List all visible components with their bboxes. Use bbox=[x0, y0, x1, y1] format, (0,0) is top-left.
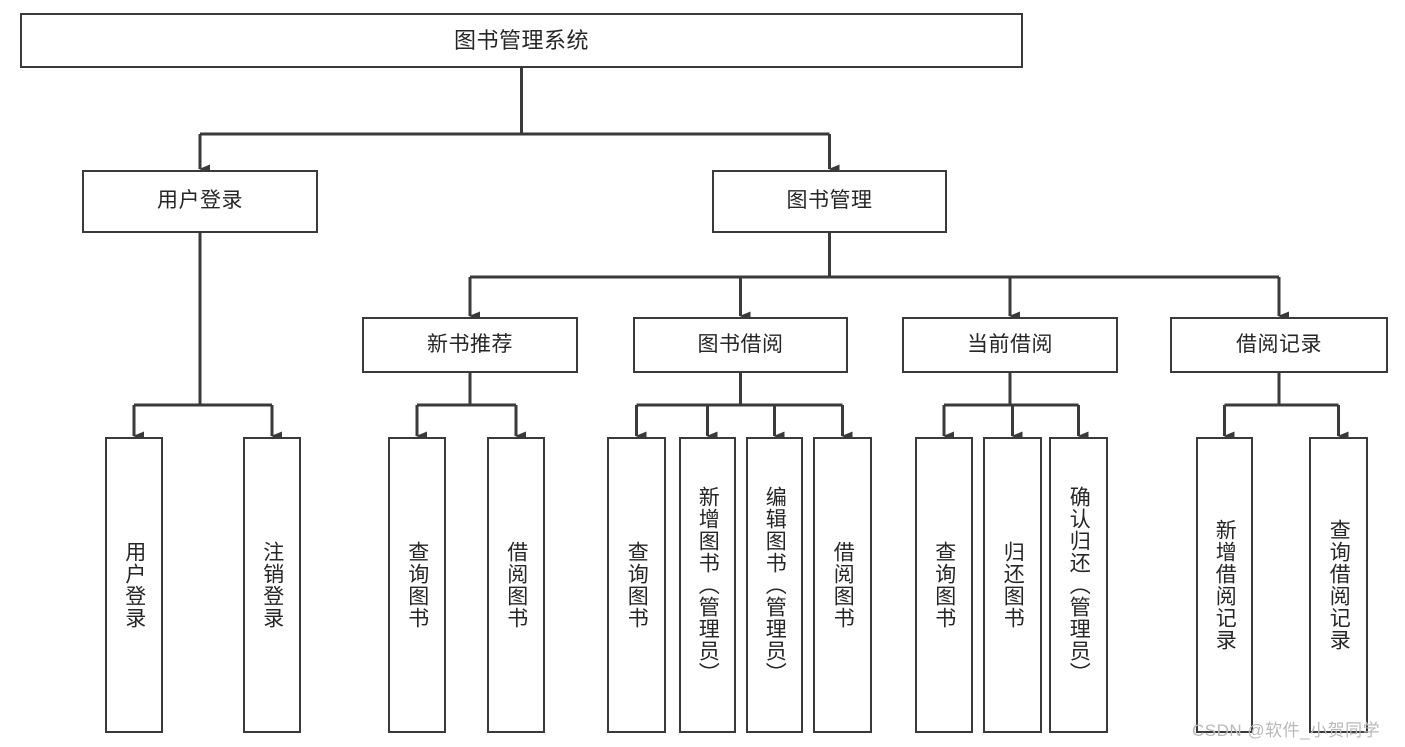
node-leaf-edit-book-admin[interactable]: 编辑图书（管理员） bbox=[746, 437, 803, 733]
node-leaf-query-books-borrowing[interactable]: 查询图书 bbox=[607, 437, 666, 733]
node-label: 新书推荐 bbox=[427, 332, 513, 356]
node-current-borrowing[interactable]: 当前借阅 bbox=[902, 317, 1118, 373]
node-leaf-query-books-newbook[interactable]: 查询图书 bbox=[388, 437, 446, 733]
node-label: 确认归还（管理员） bbox=[1067, 486, 1091, 684]
node-label: 新增图书（管理员） bbox=[696, 486, 720, 684]
node-book-management[interactable]: 图书管理 bbox=[712, 170, 947, 233]
node-label: 新增借阅记录 bbox=[1213, 519, 1237, 651]
node-label: 借阅图书 bbox=[504, 541, 528, 629]
node-label: 查询图书 bbox=[405, 541, 429, 629]
node-label: 查询图书 bbox=[625, 541, 649, 629]
node-label: 借阅图书 bbox=[831, 541, 855, 629]
node-label: 用户登录 bbox=[122, 541, 146, 629]
node-root-book-management-system[interactable]: 图书管理系统 bbox=[20, 13, 1023, 68]
node-leaf-query-books-current[interactable]: 查询图书 bbox=[915, 437, 973, 733]
csdn-watermark: CSDN @软件_小贺同学 bbox=[1192, 721, 1381, 740]
node-leaf-logout[interactable]: 注销登录 bbox=[243, 437, 301, 733]
node-label: 当前借阅 bbox=[967, 332, 1053, 356]
node-leaf-confirm-return-admin[interactable]: 确认归还（管理员） bbox=[1049, 437, 1108, 733]
node-leaf-add-book-admin[interactable]: 新增图书（管理员） bbox=[679, 437, 736, 733]
node-leaf-query-borrow-record[interactable]: 查询借阅记录 bbox=[1309, 437, 1368, 733]
node-label: 图书管理系统 bbox=[453, 27, 589, 53]
node-user-login[interactable]: 用户登录 bbox=[82, 170, 318, 233]
node-label: 图书借阅 bbox=[697, 332, 784, 356]
node-leaf-return-books[interactable]: 归还图书 bbox=[983, 437, 1042, 733]
node-label: 注销登录 bbox=[260, 541, 284, 629]
node-label: 用户登录 bbox=[157, 189, 243, 213]
node-label: 归还图书 bbox=[1001, 541, 1025, 629]
node-label: 编辑图书（管理员） bbox=[763, 486, 787, 684]
node-leaf-borrow-books-borrowing[interactable]: 借阅图书 bbox=[813, 437, 872, 733]
node-label: 查询图书 bbox=[932, 541, 956, 629]
node-leaf-user-login[interactable]: 用户登录 bbox=[105, 437, 163, 733]
node-book-borrowing[interactable]: 图书借阅 bbox=[633, 317, 848, 373]
node-label: 图书管理 bbox=[786, 189, 873, 213]
node-label: 查询借阅记录 bbox=[1327, 519, 1351, 651]
node-leaf-borrow-books-newbook[interactable]: 借阅图书 bbox=[487, 437, 545, 733]
node-borrowing-records[interactable]: 借阅记录 bbox=[1170, 317, 1388, 373]
node-leaf-add-borrow-record[interactable]: 新增借阅记录 bbox=[1196, 437, 1253, 733]
node-new-book-recommendation[interactable]: 新书推荐 bbox=[362, 317, 578, 373]
node-label: 借阅记录 bbox=[1236, 332, 1322, 356]
